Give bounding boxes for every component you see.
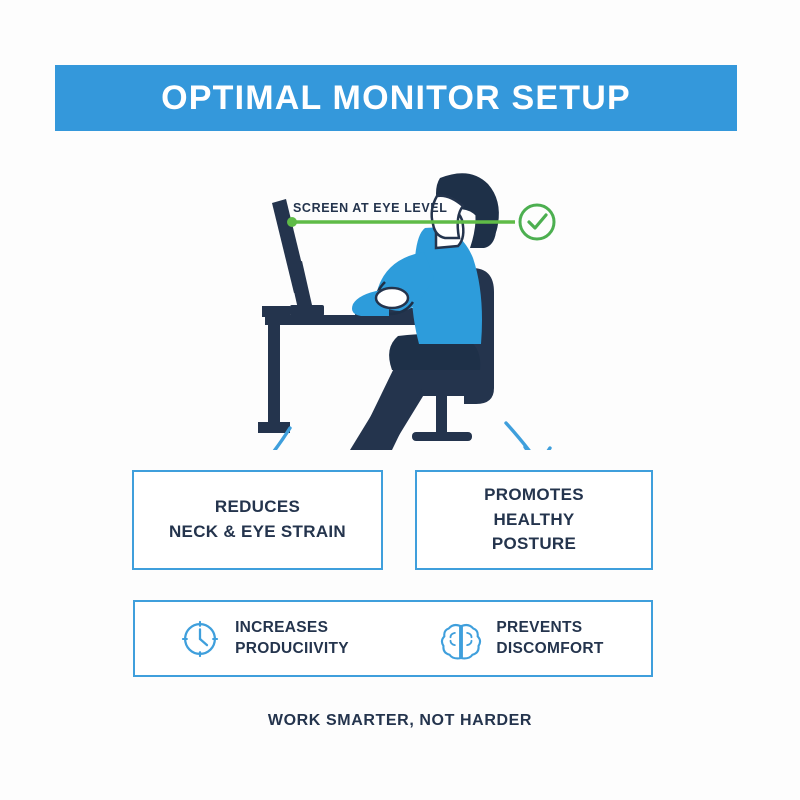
callout-text-healthy-posture: PROMOTES HEALTHY POSTURE <box>484 483 584 557</box>
callout-line: REDUCES <box>214 497 301 517</box>
benefit-line: PREVENTS <box>496 618 583 636</box>
callout-line: POSTURE <box>491 534 577 554</box>
eye-level-label: SCREEN AT EYE LEVEL <box>293 201 448 215</box>
workstation-illustration <box>258 173 556 450</box>
brain-icon <box>441 623 482 659</box>
callout-box-healthy-posture[interactable]: PROMOTES HEALTHY POSTURE <box>415 470 653 570</box>
seated-person-at-desk-icon <box>350 173 499 450</box>
callout-line: NECK & EYE STRAIN <box>168 522 346 541</box>
curved-arrow-down-left-icon <box>272 426 292 450</box>
callout-line: PROMOTES <box>484 485 584 505</box>
header-banner: OPTIMAL MONITOR SETUP <box>55 65 737 131</box>
eye-level-line <box>287 217 515 227</box>
page-title: OPTIMAL MONITOR SETUP <box>161 78 631 117</box>
callout-box-reduces-strain[interactable]: REDUCES NECK & EYE STRAIN <box>132 470 383 570</box>
benefit-line: PRODUCIIVITY <box>235 639 349 657</box>
mouse-icon <box>374 286 410 310</box>
benefit-line: INCREASES <box>235 618 329 636</box>
clock-icon <box>181 620 219 657</box>
benefit-label-increases-productivity: INCREASES PRODUCIIVITY <box>235 618 349 660</box>
curved-arrow-down-right-icon <box>504 421 552 450</box>
benefit-prevents-discomfort[interactable]: PREVENTS DISCOMFORT <box>393 618 651 660</box>
monitor-icon <box>272 199 324 316</box>
desk-icon <box>258 306 417 433</box>
benefit-label-prevents-discomfort: PREVENTS DISCOMFORT <box>496 618 603 660</box>
benefits-bar: INCREASES PRODUCIIVITY PREVENTS DISCOMFO… <box>133 600 653 677</box>
benefit-line: DISCOMFORT <box>496 639 604 657</box>
check-circle-icon <box>518 203 556 241</box>
footer-tagline: WORK SMARTER, NOT HARDER <box>267 712 533 729</box>
benefit-increases-productivity[interactable]: INCREASES PRODUCIIVITY <box>135 618 393 660</box>
callout-text-reduces-strain: REDUCES NECK & EYE STRAIN <box>169 495 346 544</box>
callout-line: HEALTHY <box>493 509 575 529</box>
